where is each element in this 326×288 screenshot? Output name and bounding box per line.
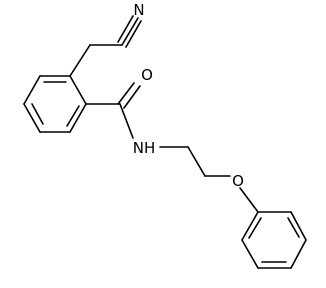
- nitrile-nitrogen-label: N: [133, 1, 144, 19]
- phenoxy-ring: [241, 211, 307, 269]
- amide-nh-label: NH: [133, 139, 156, 157]
- atom-labels: N O NH O: [133, 1, 244, 190]
- carbonyl-oxygen-label: O: [141, 66, 153, 84]
- ethyl-linker: [159, 146, 259, 213]
- bonds: [23, 15, 307, 269]
- benzamide-ring: [23, 75, 87, 133]
- amide-group: [85, 82, 141, 139]
- ether-oxygen-label: O: [232, 172, 244, 190]
- cyanomethyl-group: [69, 15, 142, 77]
